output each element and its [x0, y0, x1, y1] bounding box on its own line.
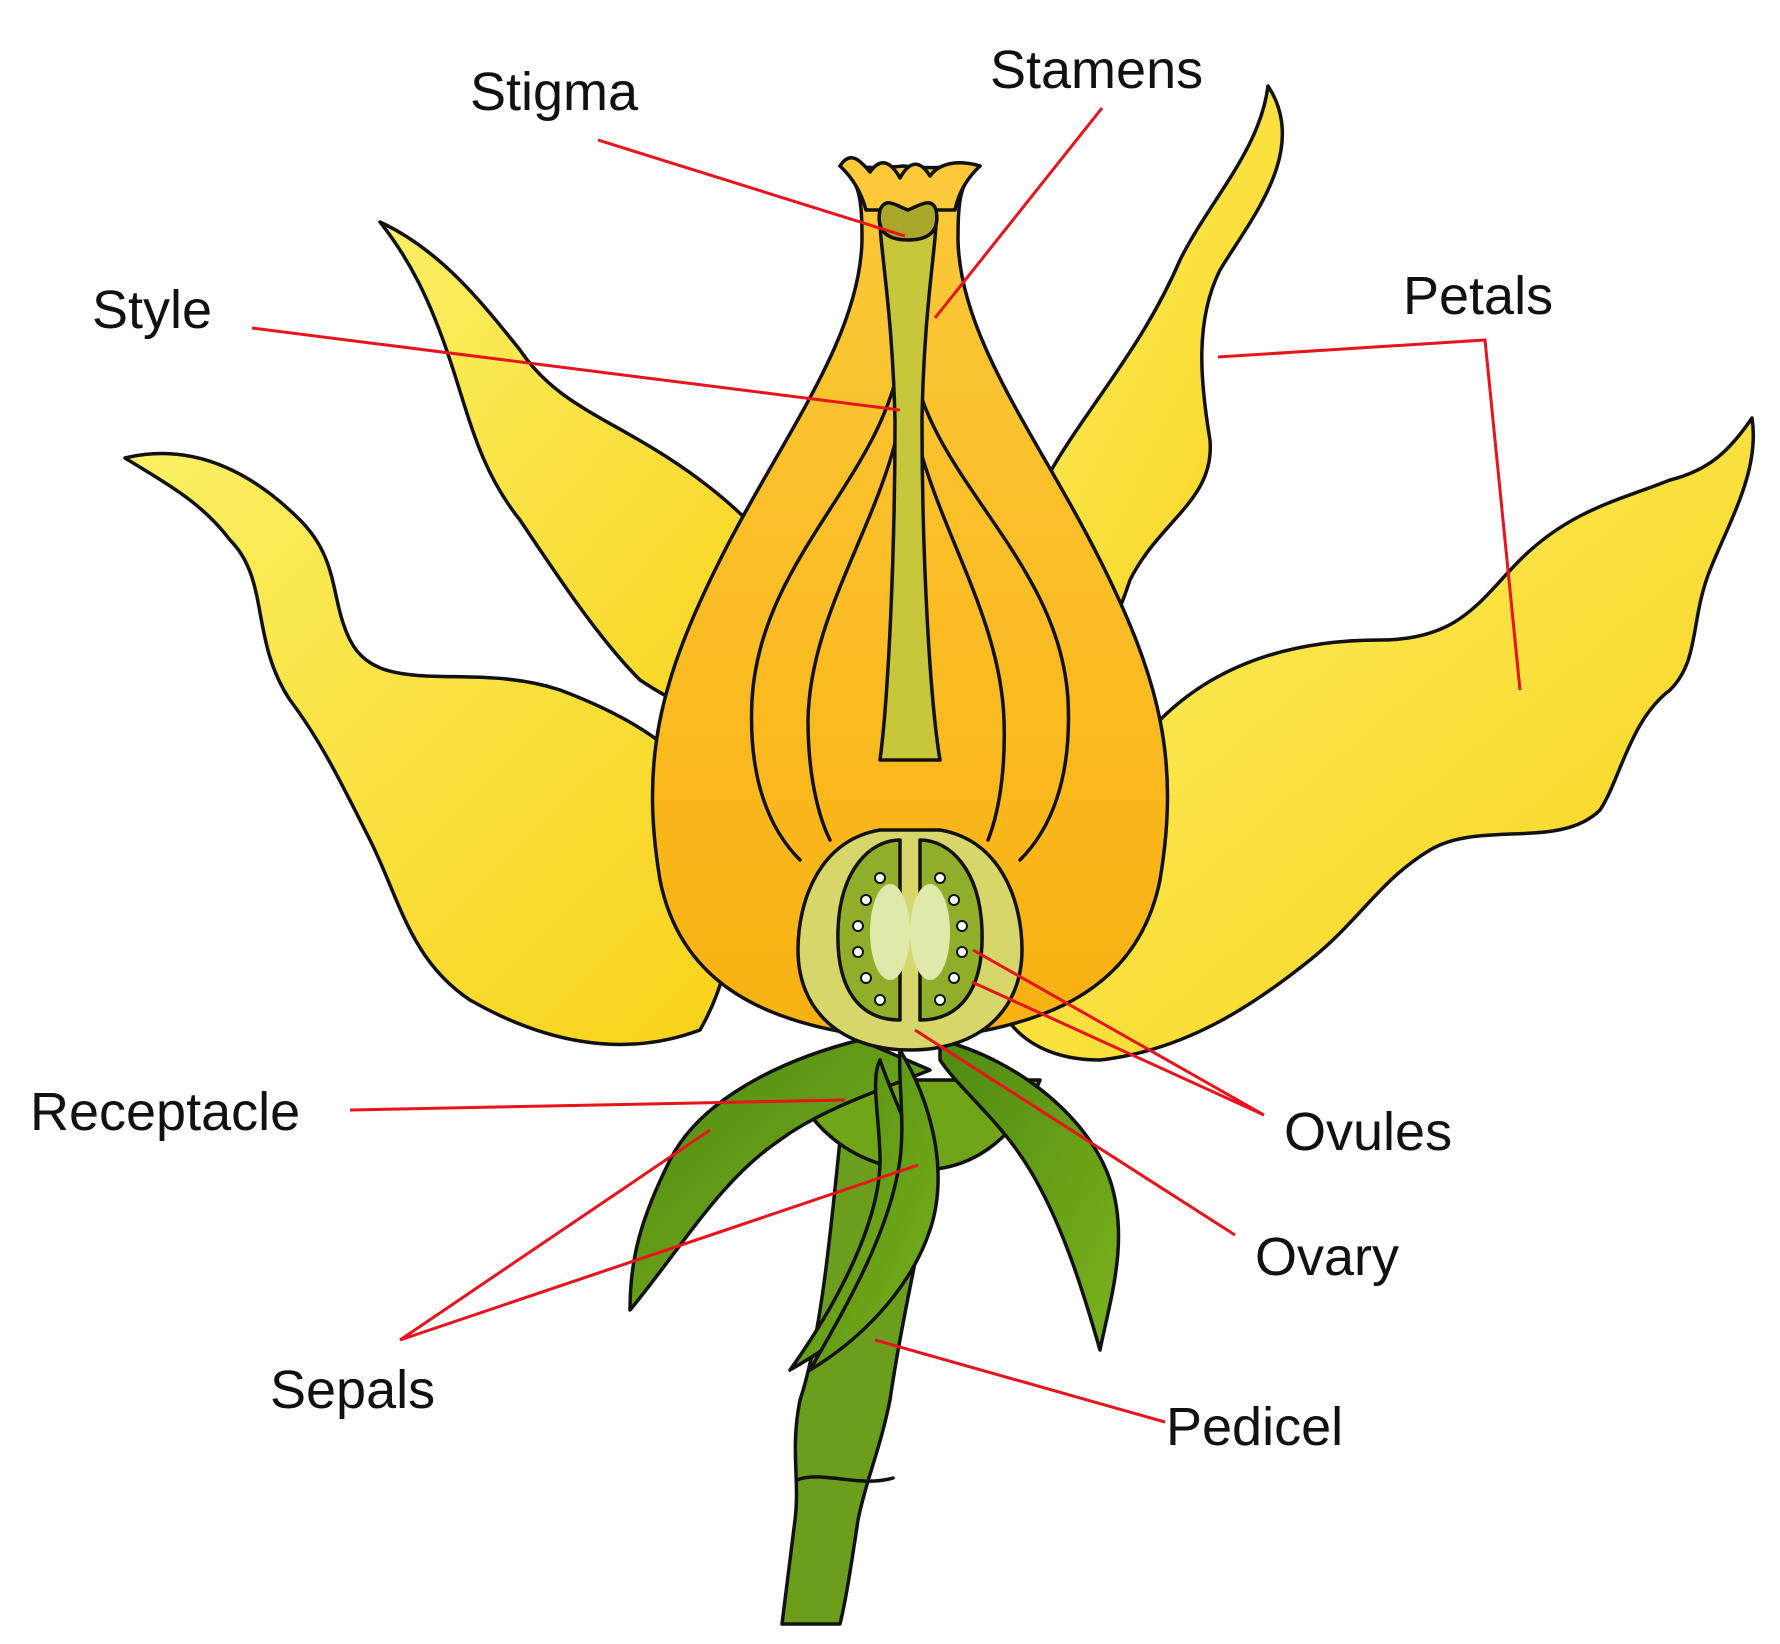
sepal-right — [938, 1038, 1121, 1352]
label-ovules: Ovules — [1284, 1102, 1452, 1162]
label-style: Style — [92, 280, 212, 340]
label-stamens: Stamens — [990, 40, 1203, 100]
sepal-front — [808, 1048, 940, 1372]
label-petals: Petals — [1403, 266, 1553, 326]
ovule — [860, 972, 872, 984]
ovule — [934, 872, 946, 884]
petal-far-left — [123, 451, 735, 1047]
label-receptacle: Receptacle — [30, 1082, 300, 1142]
petal-far-right — [988, 416, 1755, 1062]
stamen-filament-right-outer — [910, 358, 1071, 862]
leader-stamens — [933, 107, 1104, 319]
stamen-filament-left-outer — [749, 358, 902, 862]
ovule — [948, 894, 960, 906]
label-pedicel: Pedicel — [1166, 1397, 1343, 1457]
pedicel-node — [795, 1475, 895, 1483]
leader-ovary — [914, 1028, 1236, 1237]
ovule — [934, 994, 946, 1006]
label-stigma: Stigma — [470, 62, 639, 122]
petals-group — [123, 84, 1755, 1062]
leader-petals — [1217, 338, 1522, 691]
ovule-core-left — [870, 884, 910, 980]
stigma-head — [877, 201, 939, 242]
pistil-group — [877, 201, 942, 762]
ovule — [956, 946, 968, 958]
label-sepals: Sepals — [270, 1360, 435, 1420]
ovule — [956, 920, 968, 932]
sepals-group — [628, 1038, 1121, 1372]
ovule — [874, 994, 886, 1006]
leader-receptacle — [349, 1098, 846, 1112]
ovules-dots — [852, 872, 968, 1006]
ovule — [852, 946, 864, 958]
ovule-core-right — [910, 884, 950, 980]
leader-stigma — [597, 138, 906, 238]
label-ovary: Ovary — [1255, 1227, 1399, 1287]
labels: Stigma Stamens Style Petals Receptacle O… — [30, 40, 1553, 1457]
stamen-filament-right-inner — [906, 378, 1007, 842]
style-shaft — [878, 208, 942, 762]
leader-lines — [251, 107, 1522, 1424]
ovule — [948, 972, 960, 984]
ovule — [860, 894, 872, 906]
leader-style — [251, 326, 901, 412]
ovary-wall — [796, 828, 1024, 1052]
leader-sepals — [399, 1128, 919, 1342]
ovary-group — [796, 828, 1024, 1052]
leader-ovules — [971, 948, 1265, 1117]
ovule — [874, 872, 886, 884]
ovule — [852, 920, 864, 932]
leader-pedicel — [874, 1338, 1166, 1424]
stamen-filament-left-inner — [806, 378, 907, 842]
